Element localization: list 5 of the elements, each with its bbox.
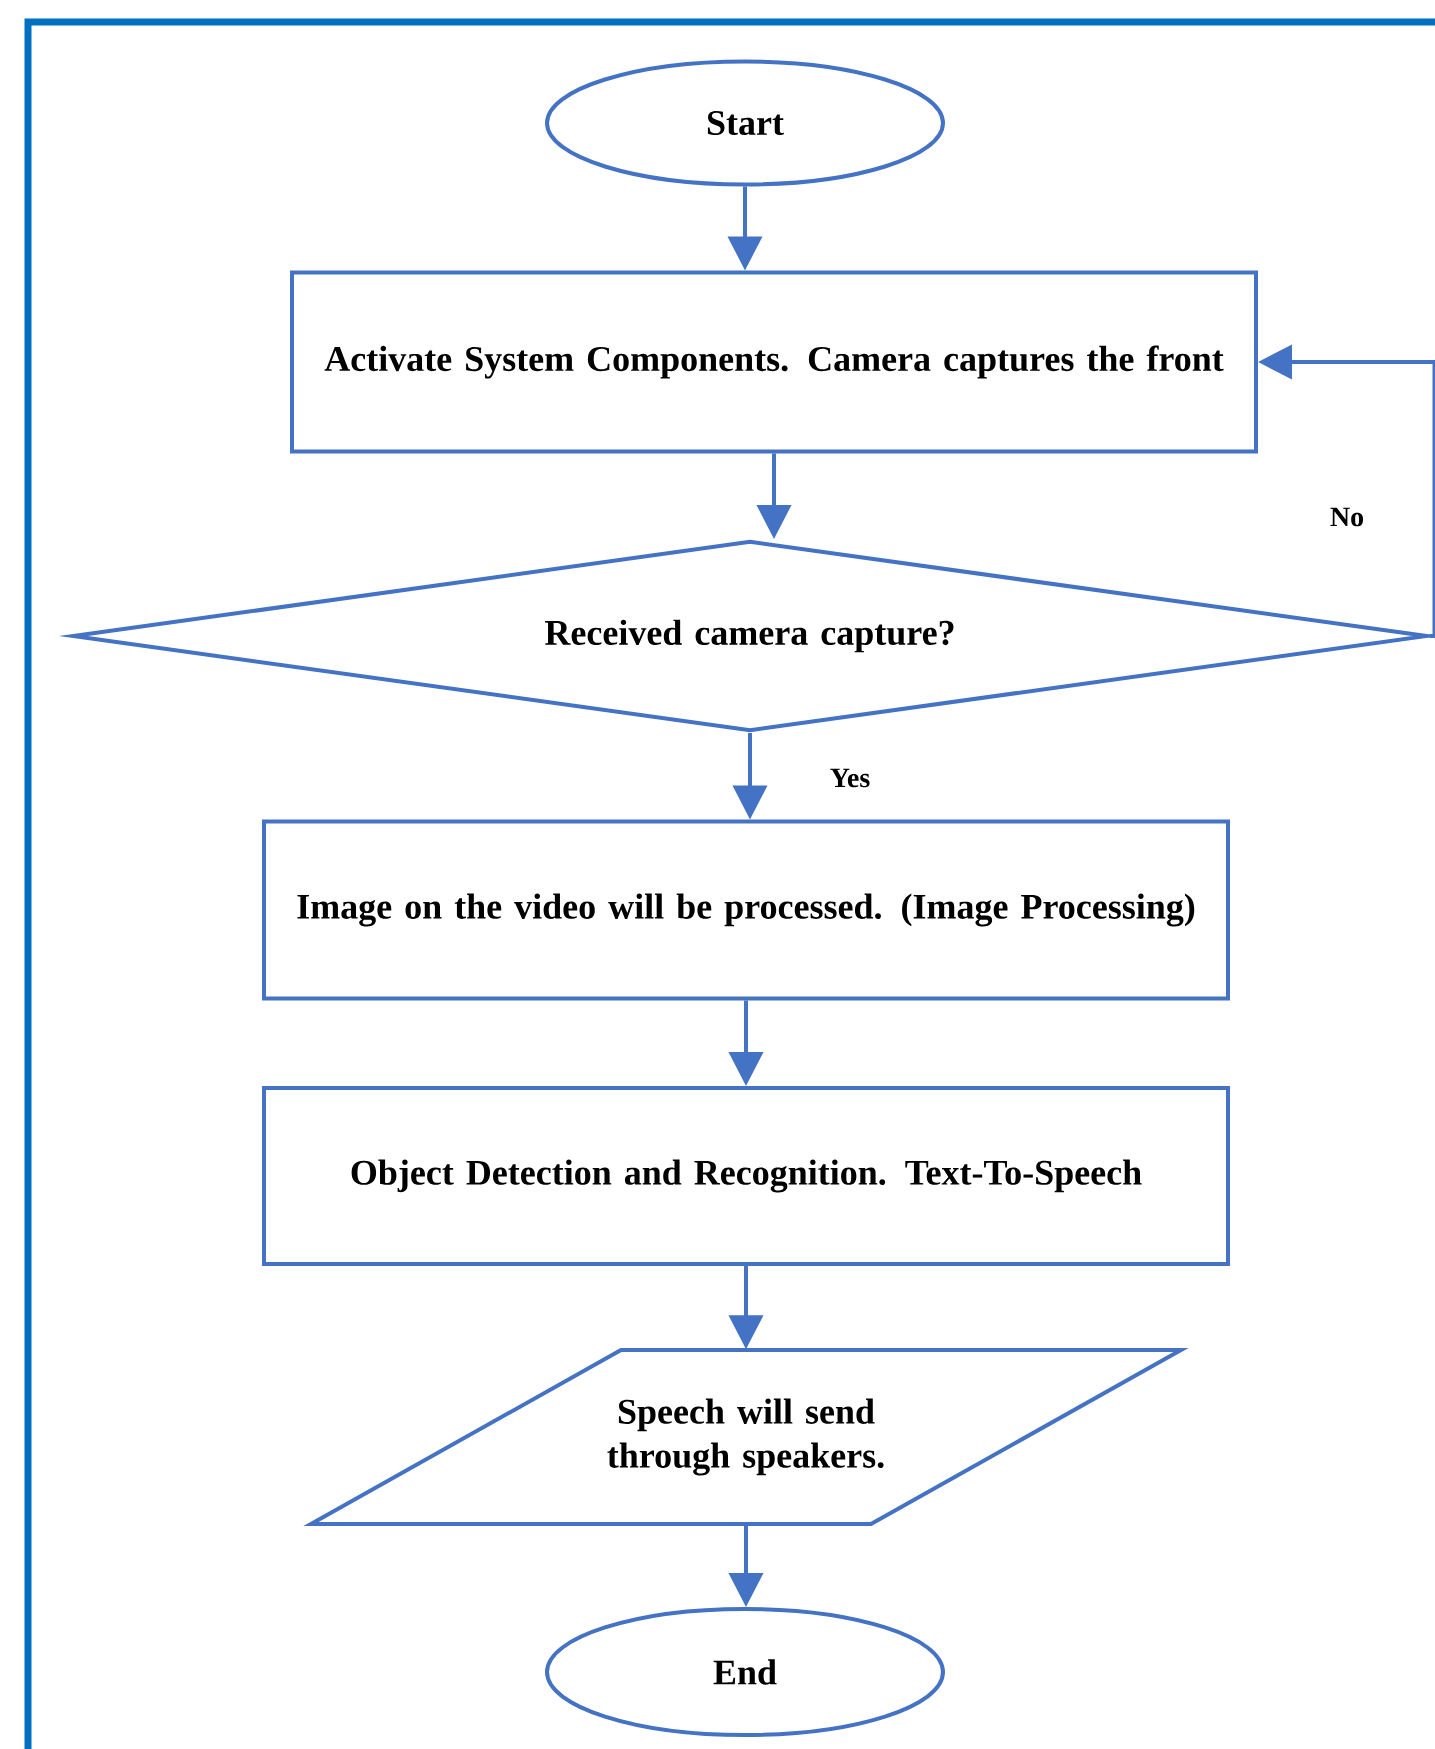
process-box: Activate System Components. Camera captures the front (290, 270, 1258, 454)
edge-label: Yes (827, 766, 873, 790)
process-box: Image on the video will be processed. (Image Processing) (262, 819, 1230, 1001)
process-box: Object Detection and Recognition. Text-To-Speech (262, 1086, 1230, 1266)
edge-label: No (1327, 505, 1367, 529)
